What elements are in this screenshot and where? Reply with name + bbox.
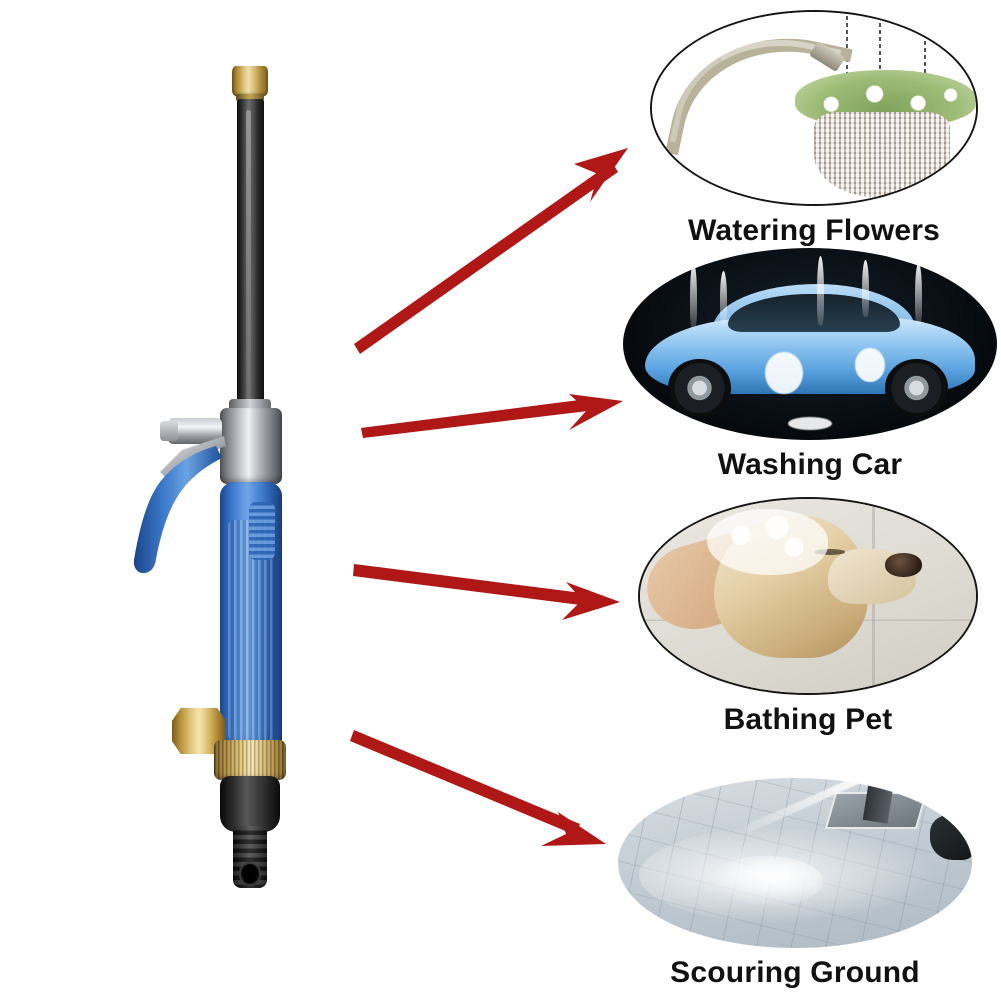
use-case-label-watering-flowers: Watering Flowers	[687, 214, 941, 247]
water-splash	[854, 347, 885, 383]
wicker-hanging-basket	[814, 111, 951, 199]
arrow-to-washing-car	[361, 394, 623, 438]
use-case-image-bathing-pet	[638, 497, 978, 695]
basket-chain-icon	[924, 19, 927, 82]
use-case-image-watering-flowers	[650, 10, 978, 206]
water-splash	[720, 271, 728, 325]
brass-nozzle-tip-lip	[236, 94, 264, 101]
chrome-ball-valve-body	[220, 408, 282, 484]
use-case-image-washing-car	[623, 248, 997, 440]
water-reflection	[787, 416, 833, 431]
brass-knurled-collar	[214, 740, 286, 780]
valve-side-cap	[160, 421, 178, 441]
use-case-watering-flowers: Watering Flowers	[650, 10, 978, 255]
scene-bathing-pet	[640, 499, 976, 693]
product-image-power-washer-wand	[110, 50, 350, 890]
basket-chain-icon	[878, 15, 881, 74]
shampoo-foam	[707, 508, 829, 575]
dog-nose	[885, 553, 923, 577]
use-case-image-scouring-ground	[618, 778, 972, 948]
use-case-washing-car: Washing Car	[623, 248, 997, 498]
use-case-scouring-ground: Scouring Ground	[618, 778, 972, 1001]
use-case-label-bathing-pet: Bathing Pet	[723, 703, 893, 736]
car-window	[727, 294, 900, 333]
use-case-label-washing-car: Washing Car	[717, 448, 903, 481]
car-wheel-rear	[884, 359, 949, 417]
arrow-to-bathing-pet	[353, 564, 620, 620]
water-splash	[690, 263, 698, 329]
use-case-bathing-pet: Bathing Pet	[638, 497, 978, 752]
lance-highlight	[246, 110, 251, 410]
black-quick-connect-fitting	[220, 776, 280, 832]
water-spray-mist	[710, 856, 824, 908]
scene-washing-car	[623, 248, 997, 440]
scene-scouring-ground	[618, 778, 972, 948]
water-splash	[817, 255, 825, 325]
scene-watering-flowers	[652, 12, 976, 204]
rubber-boot	[929, 815, 972, 860]
use-case-label-scouring-ground: Scouring Ground	[670, 956, 920, 989]
arrow-to-watering-flowers	[354, 148, 628, 354]
quick-connect-opening	[239, 862, 261, 886]
basket-chain-icon	[846, 15, 849, 82]
blue-trigger-lever	[133, 436, 226, 574]
water-splash	[862, 259, 870, 318]
water-splash	[914, 263, 922, 325]
grip-thumb-pad	[249, 502, 275, 560]
brass-nozzle-tip	[232, 66, 268, 96]
arrow-to-scouring-ground	[350, 730, 606, 846]
dog-eye	[814, 549, 845, 556]
water-splash	[765, 351, 803, 394]
car-wheel-front	[667, 359, 732, 417]
